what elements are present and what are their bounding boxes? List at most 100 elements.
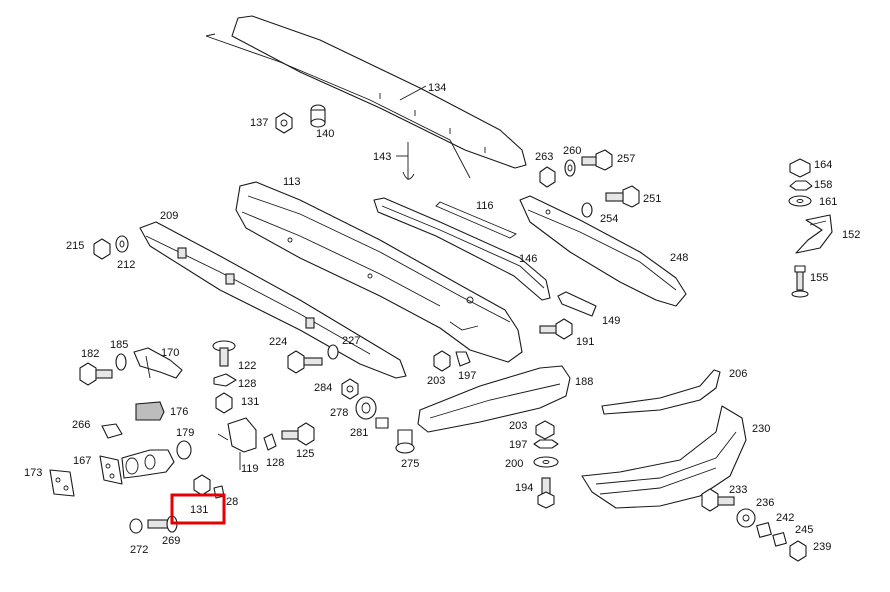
label-233: 233 xyxy=(729,484,747,496)
label-251: 251 xyxy=(643,193,661,205)
label-254: 254 xyxy=(600,213,618,225)
part-215-nut xyxy=(93,238,111,260)
part-170-bracket xyxy=(133,347,183,379)
part-167-plate xyxy=(99,455,123,485)
label-137: 137 xyxy=(250,117,268,129)
part-263-nut xyxy=(539,166,556,188)
part-284-nut xyxy=(341,378,359,400)
part-164-nut xyxy=(789,158,811,178)
label-119: 119 xyxy=(241,463,259,475)
label-242: 242 xyxy=(776,512,794,524)
label-284: 284 xyxy=(314,382,332,394)
label-212: 212 xyxy=(117,259,135,271)
label-131b: 131 xyxy=(190,504,208,516)
part-194-bolt xyxy=(537,477,555,509)
part-146-channel xyxy=(373,197,551,301)
part-233-bolt xyxy=(701,488,735,512)
part-128-clip-upper xyxy=(213,373,237,387)
label-248: 248 xyxy=(670,252,688,264)
part-281-nut xyxy=(375,417,389,429)
label-170: 170 xyxy=(161,347,179,359)
part-134-trim-strip xyxy=(205,15,527,179)
part-260-washer xyxy=(564,159,576,177)
label-128b: 128 xyxy=(266,457,284,469)
label-131a: 131 xyxy=(241,396,259,408)
part-185-washer xyxy=(115,353,127,371)
label-113: 113 xyxy=(283,176,301,188)
label-239: 239 xyxy=(813,541,831,553)
label-245: 245 xyxy=(795,524,813,536)
label-266: 266 xyxy=(72,419,90,431)
label-203a: 203 xyxy=(427,375,445,387)
label-224: 224 xyxy=(269,336,287,348)
part-179-cap xyxy=(176,440,192,460)
part-200-washer xyxy=(533,456,559,468)
part-176-block xyxy=(135,401,165,421)
label-260: 260 xyxy=(563,145,581,157)
part-206-strip xyxy=(601,369,721,415)
label-257: 257 xyxy=(617,153,635,165)
part-131-nut-lower xyxy=(193,474,211,496)
part-122-screw xyxy=(212,340,236,367)
part-131-nut-upper xyxy=(215,392,233,414)
part-254-washer xyxy=(581,202,593,218)
label-272: 272 xyxy=(130,544,148,556)
label-191: 191 xyxy=(576,336,594,348)
label-134: 134 xyxy=(428,82,446,94)
label-116: 116 xyxy=(476,200,494,212)
part-266-clip xyxy=(101,423,123,439)
part-113-reinforcement xyxy=(235,181,523,363)
part-272-washer xyxy=(129,518,143,534)
part-137-nut xyxy=(275,112,293,134)
part-152-bracket xyxy=(795,214,833,254)
label-167: 167 xyxy=(73,455,91,467)
part-158-washer xyxy=(789,180,813,191)
part-227-washer xyxy=(327,344,339,360)
label-194: 194 xyxy=(515,482,533,494)
part-203-nut-upper xyxy=(433,350,451,372)
label-230: 230 xyxy=(752,423,770,435)
label-215: 215 xyxy=(66,240,84,252)
part-248-end-bracket xyxy=(519,195,687,307)
label-209: 209 xyxy=(160,210,178,222)
part-tow-eye-assembly xyxy=(121,449,175,479)
part-173-plate xyxy=(49,469,75,497)
label-122: 122 xyxy=(238,360,256,372)
label-275: 275 xyxy=(401,458,419,470)
highlight-box xyxy=(170,493,226,525)
part-140-bolt xyxy=(310,104,326,128)
label-140: 140 xyxy=(316,128,334,140)
label-182: 182 xyxy=(81,348,99,360)
label-179: 179 xyxy=(176,427,194,439)
label-227: 227 xyxy=(342,335,360,347)
part-188-bumper-cover xyxy=(417,365,571,433)
label-146: 146 xyxy=(519,253,537,265)
label-200: 200 xyxy=(505,458,523,470)
part-182-bolt xyxy=(79,362,113,386)
part-119-bracket xyxy=(217,417,257,470)
part-251-screw xyxy=(605,185,640,208)
label-188: 188 xyxy=(575,376,593,388)
label-176: 176 xyxy=(170,406,188,418)
part-125-screw xyxy=(281,422,315,446)
part-128-clip-lower xyxy=(263,433,277,451)
label-197a: 197 xyxy=(458,370,476,382)
part-143-clip xyxy=(396,142,415,180)
label-164: 164 xyxy=(814,159,832,171)
label-281: 281 xyxy=(350,427,368,439)
label-125: 125 xyxy=(296,448,314,460)
label-269: 269 xyxy=(162,535,180,547)
label-263: 263 xyxy=(535,151,553,163)
part-116-strip xyxy=(435,201,517,239)
label-143: 143 xyxy=(373,151,391,163)
part-224-screw xyxy=(287,350,323,374)
label-173: 173 xyxy=(24,467,42,479)
label-203b: 203 xyxy=(509,420,527,432)
label-197b: 197 xyxy=(509,439,527,451)
part-197-washer-lower xyxy=(533,439,559,449)
label-206: 206 xyxy=(729,368,747,380)
part-209-bracket xyxy=(139,221,407,379)
part-191-screw xyxy=(539,318,573,340)
label-128a: 128 xyxy=(238,378,256,390)
